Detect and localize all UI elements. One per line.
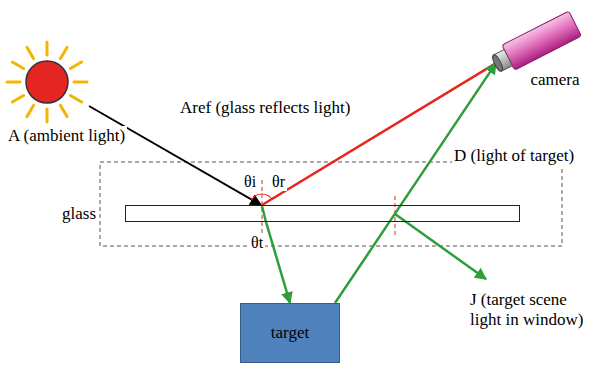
angle-arc [252,194,262,200]
ray-label: Aref (glass reflects light) [178,98,352,118]
window-light-ray [395,214,486,279]
sun-icon [7,42,87,122]
ambient-ray [89,106,261,205]
sun-ray [61,47,68,58]
refracted-ray-in-glass [262,206,266,222]
ambient-light-label: A (ambient light) [6,126,127,146]
sun-ray [46,109,49,122]
window-light-label: J (target scene light in window) [468,290,600,329]
camera-lens-front [491,54,505,73]
target-label: target [271,323,309,343]
glass-pane: glass [125,205,520,222]
sun-ray [46,42,49,55]
refracted-ray [266,222,290,303]
sun-ray [12,96,23,103]
sun-ray [7,81,20,84]
angle-label: θi [242,173,258,191]
angle-label: θr [270,173,287,191]
sun-ray [70,62,81,69]
camera-body [502,11,582,70]
reflected-ray [262,63,496,205]
sun-ray [12,62,23,69]
sun-ray [27,47,34,58]
sun-ray [27,105,34,116]
camera-node: camera [496,6,611,90]
target-box: target [240,303,340,363]
ray-label: D (light of target) [452,146,576,166]
camera-label: camera [496,70,611,90]
sun-ray [74,81,87,84]
angle-label: θt [249,234,265,252]
sun-ray [61,105,68,116]
glass-region [100,162,562,246]
sun-disc [26,61,68,103]
sun-ray [70,96,81,103]
target-ray [335,63,496,303]
glass-label: glass [62,204,96,224]
